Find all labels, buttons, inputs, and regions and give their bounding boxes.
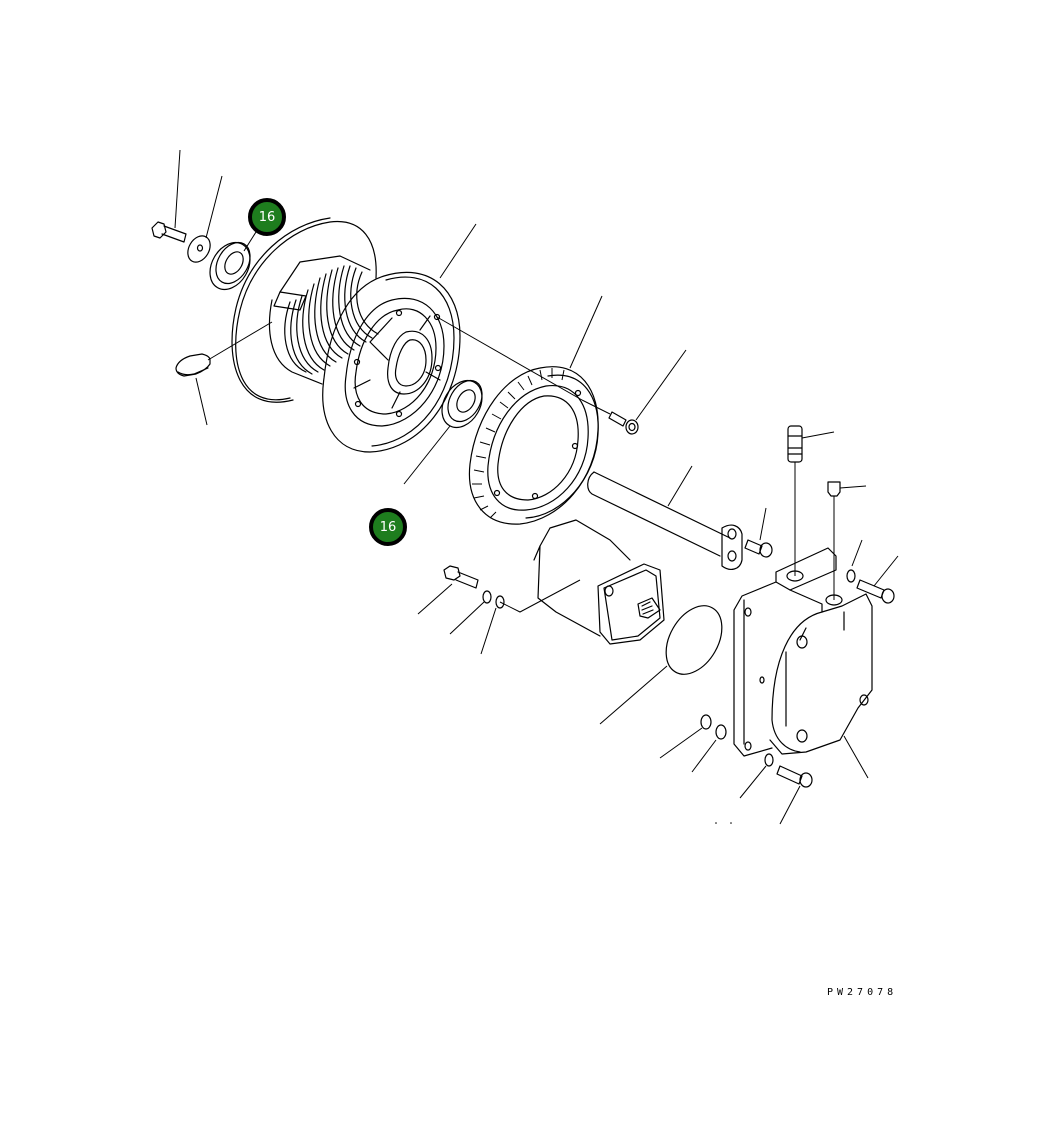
bearing-icon	[209, 231, 257, 291]
gear-case-housing-icon	[733, 547, 873, 779]
motor-bolt-icon	[417, 565, 479, 615]
drum-flange-icon	[231, 217, 377, 403]
callout-badge-top[interactable]: 16	[248, 198, 286, 236]
motor-washer-icon	[449, 590, 492, 635]
ring-gear-icon	[468, 295, 603, 525]
drawing-code: PW27078	[827, 987, 898, 998]
socket-bolt-icon	[581, 349, 687, 435]
breather-icon	[787, 425, 835, 576]
washer-icon	[187, 175, 223, 263]
shaft-icon	[587, 465, 743, 570]
lower-washer-icon	[659, 714, 712, 759]
lower-washer-icon	[691, 724, 727, 773]
motor-washer-icon	[480, 595, 505, 655]
key-icon	[175, 321, 273, 426]
plug-icon	[827, 481, 867, 600]
bearing-icon	[403, 379, 483, 485]
winch-drum-icon	[268, 255, 379, 385]
housing-washer-icon	[846, 539, 863, 583]
housing-bolt-icon	[856, 555, 899, 604]
lower-bolt-washer-icon	[739, 753, 774, 799]
lower-bolt-icon	[776, 765, 813, 825]
shaft-bolt-icon	[744, 507, 773, 558]
o-ring-icon	[599, 605, 723, 725]
callout-badge-middle[interactable]: 16	[369, 508, 407, 546]
drum-hub-icon	[322, 223, 583, 453]
hydraulic-motor-icon	[499, 519, 665, 645]
bolt-icon	[151, 149, 187, 243]
